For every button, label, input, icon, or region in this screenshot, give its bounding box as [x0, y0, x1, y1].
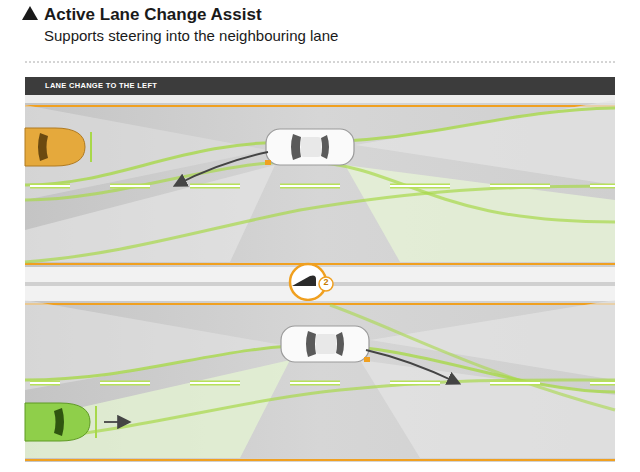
- subtitle: Supports steering into the neighbouring …: [44, 27, 338, 44]
- band-label: LANE CHANGE TO THE LEFT: [25, 77, 615, 95]
- title-marker: [22, 6, 38, 20]
- header-band: LANE CHANGE TO THE LEFT: [25, 77, 615, 95]
- top-road: [25, 95, 615, 267]
- median: [25, 264, 615, 301]
- title: Active Lane Change Assist: [44, 5, 262, 25]
- separator: [25, 62, 615, 63]
- timer-number: 2: [320, 277, 332, 287]
- bottom-road: [25, 300, 615, 462]
